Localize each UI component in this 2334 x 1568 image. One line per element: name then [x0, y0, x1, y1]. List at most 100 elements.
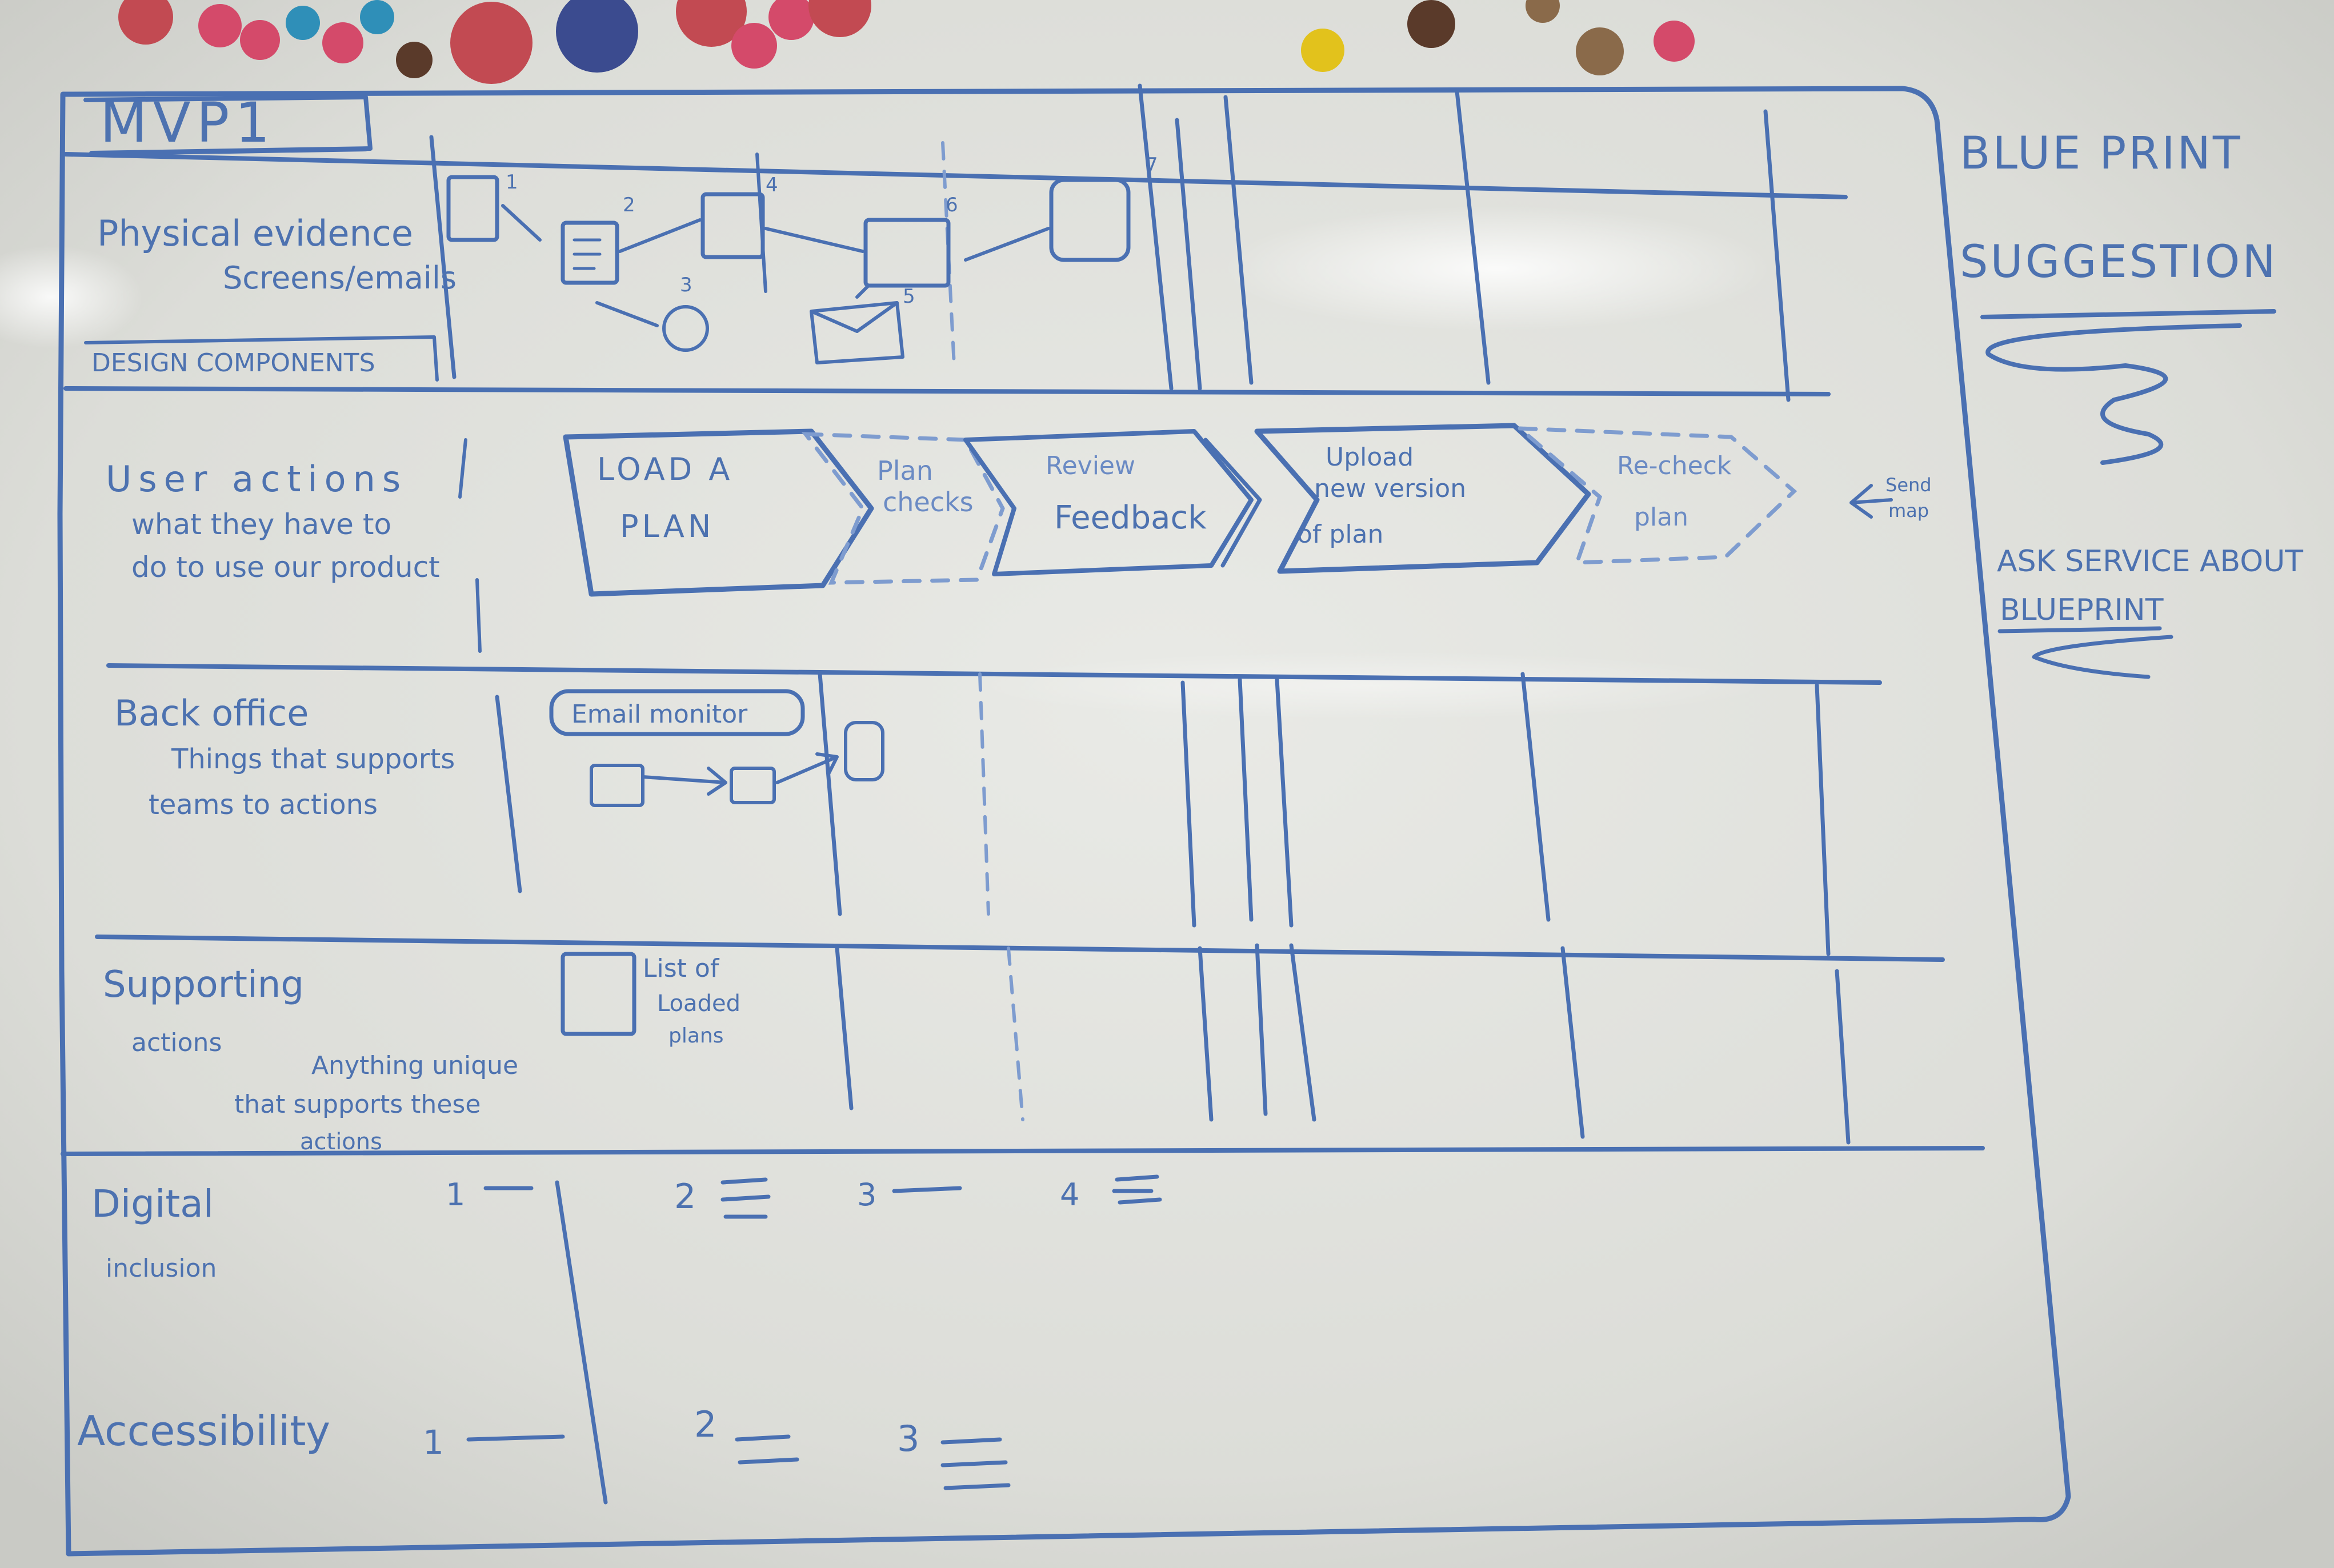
step-number: 5	[903, 285, 915, 308]
supporting-note: List of	[643, 954, 720, 983]
row-label: Screens/emails	[223, 260, 457, 296]
side-note: BLUEPRINT	[2000, 593, 2164, 627]
step-label: Feedback	[1054, 499, 1207, 536]
step-number: 3	[680, 274, 692, 296]
row-label: that supports these	[234, 1090, 481, 1119]
step-label: Upload	[1326, 443, 1414, 472]
screen-sketch	[561, 220, 619, 285]
scribble	[1985, 323, 2242, 465]
supporting-note: plans	[668, 1024, 724, 1048]
step-label: LOAD A	[597, 451, 733, 487]
user-action-flow: LOAD A PLAN Plan checks Review Feedback …	[563, 423, 1932, 597]
step-number: 7	[1146, 154, 1158, 177]
row-label: do to use our product	[131, 551, 440, 584]
magnet-strip	[118, 0, 1695, 84]
email-monitor-tag	[549, 689, 805, 736]
marker-number: 1	[446, 1177, 465, 1213]
back-arrow-icon	[1849, 484, 1893, 519]
screen-sketch	[863, 218, 951, 288]
row-divider	[61, 1146, 1985, 1156]
magnet	[322, 22, 363, 63]
marker-number: 2	[694, 1403, 716, 1445]
magnet	[768, 0, 814, 40]
step-label: plan	[1634, 503, 1688, 532]
screen-sketches: 1 2 3 4 5 6 7	[446, 154, 1158, 364]
row-divider	[95, 935, 1945, 962]
row-divider	[63, 386, 1831, 396]
user-sketch	[662, 305, 709, 352]
light-glare	[1223, 206, 1771, 331]
screen-sketch	[1049, 178, 1131, 262]
step-label: Review	[1046, 451, 1135, 480]
row-label: inclusion	[106, 1254, 217, 1283]
magnet	[118, 0, 173, 45]
back-office-sketch: Email monitor	[549, 689, 884, 807]
chevron-feedback	[963, 429, 1254, 576]
marker-number: 1	[423, 1423, 444, 1462]
arrow-note: map	[1888, 500, 1929, 522]
magnet	[360, 0, 394, 34]
marker-number: 2	[674, 1177, 696, 1217]
row-label: actions	[131, 1028, 222, 1057]
row-label: Accessibility	[77, 1407, 330, 1455]
email-monitor-label: Email monitor	[571, 700, 748, 729]
row-divider	[106, 663, 1882, 685]
row-divider	[63, 152, 1848, 199]
magnet	[1526, 0, 1560, 23]
marker-number: 4	[1060, 1177, 1079, 1213]
step-label: PLAN	[620, 508, 714, 544]
chevron-upload	[1254, 423, 1591, 574]
magnet	[676, 0, 747, 47]
row-label: teams to actions	[149, 789, 378, 821]
database-icon	[844, 721, 884, 781]
step-label: of plan	[1297, 520, 1383, 549]
marker-number: 3	[857, 1177, 876, 1213]
row-label: actions	[300, 1129, 382, 1155]
step-label: new version	[1314, 474, 1466, 503]
light-glare	[0, 246, 143, 348]
board-title: MVP1	[100, 91, 275, 155]
column-lines	[429, 83, 1851, 1505]
row-label: what they have to	[131, 508, 391, 541]
light-glare	[971, 651, 1771, 720]
title-underline	[90, 148, 367, 156]
step-number: 1	[506, 171, 518, 194]
digital-markers: 1 2 3 4	[446, 1174, 1162, 1219]
process-box	[730, 767, 776, 804]
step-label: Re-check	[1617, 451, 1732, 480]
arrow-note: Send	[1885, 474, 1932, 496]
list-document-icon	[561, 952, 636, 1036]
row-label: User actions	[106, 458, 407, 500]
side-note: ASK SERVICE ABOUT	[1997, 544, 2303, 579]
screen-sketch	[700, 192, 765, 259]
step-label: Plan	[877, 455, 933, 486]
chevron-recheck	[1514, 426, 1797, 565]
magnet	[1407, 0, 1455, 48]
arrow-icon	[775, 752, 839, 784]
step-number: 4	[766, 174, 778, 196]
side-heading: SUGGESTION	[1960, 236, 2278, 288]
marker-number: 3	[897, 1418, 919, 1459]
supporting-sketch: List of Loaded plans	[561, 952, 740, 1048]
magnet	[1654, 21, 1695, 62]
sub-label-box	[84, 335, 439, 382]
magnet	[198, 4, 242, 47]
row-label: Back office	[114, 692, 309, 734]
row-label: Digital	[91, 1182, 214, 1226]
row-label: Physical evidence	[97, 212, 413, 254]
step-number: 2	[623, 194, 635, 216]
row-physical-evidence: Physical evidence Screens/emails DESIGN …	[84, 212, 457, 382]
screen-sketch	[446, 175, 499, 242]
step-number: 6	[946, 194, 958, 216]
row-accessibility: Accessibility	[77, 1407, 330, 1455]
side-heading: BLUE PRINT	[1960, 128, 2242, 179]
row-back-office: Back office Things that supports teams t…	[114, 692, 455, 821]
magnet	[556, 0, 638, 73]
row-sub-label: DESIGN COMPONENTS	[91, 348, 375, 378]
supporting-note: Loaded	[657, 990, 740, 1017]
magnet	[808, 0, 871, 37]
row-label: Supporting	[103, 964, 304, 1006]
row-label: Anything unique	[311, 1051, 518, 1080]
